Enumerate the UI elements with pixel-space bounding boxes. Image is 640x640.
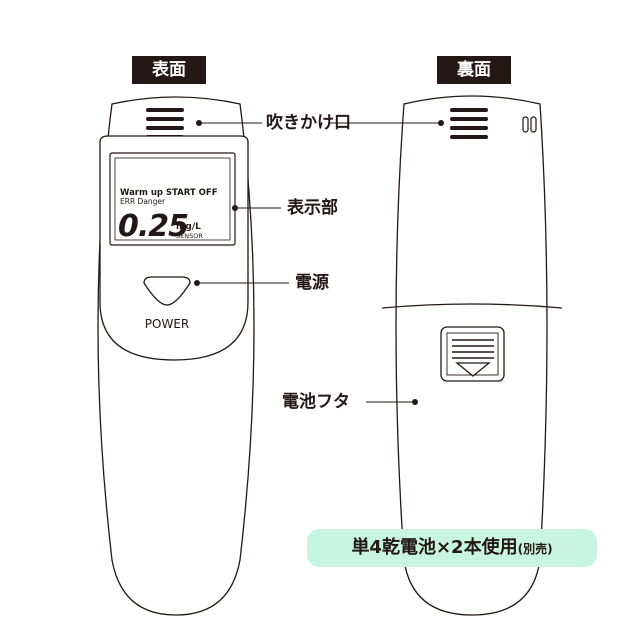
battery-note-main: 単4乾電池×2本使用	[351, 537, 518, 558]
lcd-screen	[114, 157, 231, 241]
callout-display: 表示部	[287, 198, 338, 218]
back-mouthpiece-vents	[450, 108, 488, 139]
leader-lines	[194, 120, 444, 405]
battery-cover-seam	[381, 303, 563, 309]
callout-power: 電源	[295, 273, 329, 293]
callout-mouthpiece: 吹きかけ口	[266, 113, 351, 133]
back-heading: 裏面	[437, 56, 511, 84]
battery-cover-latch[interactable]	[440, 326, 505, 382]
power-button[interactable]	[143, 276, 191, 306]
power-button-label: POWER	[145, 317, 189, 331]
lcd-reading: 0.25	[118, 209, 188, 244]
lcd-warning-line: ERR Danger	[120, 197, 166, 206]
battery-note: 単4乾電池×2本使用(別売)	[307, 529, 597, 567]
front-heading: 表面	[132, 56, 206, 84]
battery-note-sub: (別売)	[517, 542, 553, 556]
front-device	[97, 96, 255, 616]
lcd-status-line: Warm up START OFF	[120, 188, 218, 198]
lcd-unit: mg/L	[176, 222, 201, 232]
lcd-sensor-label: SENSOR	[176, 232, 203, 240]
back-device	[381, 95, 563, 616]
callout-battery-cover: 電池フタ	[282, 392, 350, 412]
lanyard-hole	[522, 116, 537, 133]
